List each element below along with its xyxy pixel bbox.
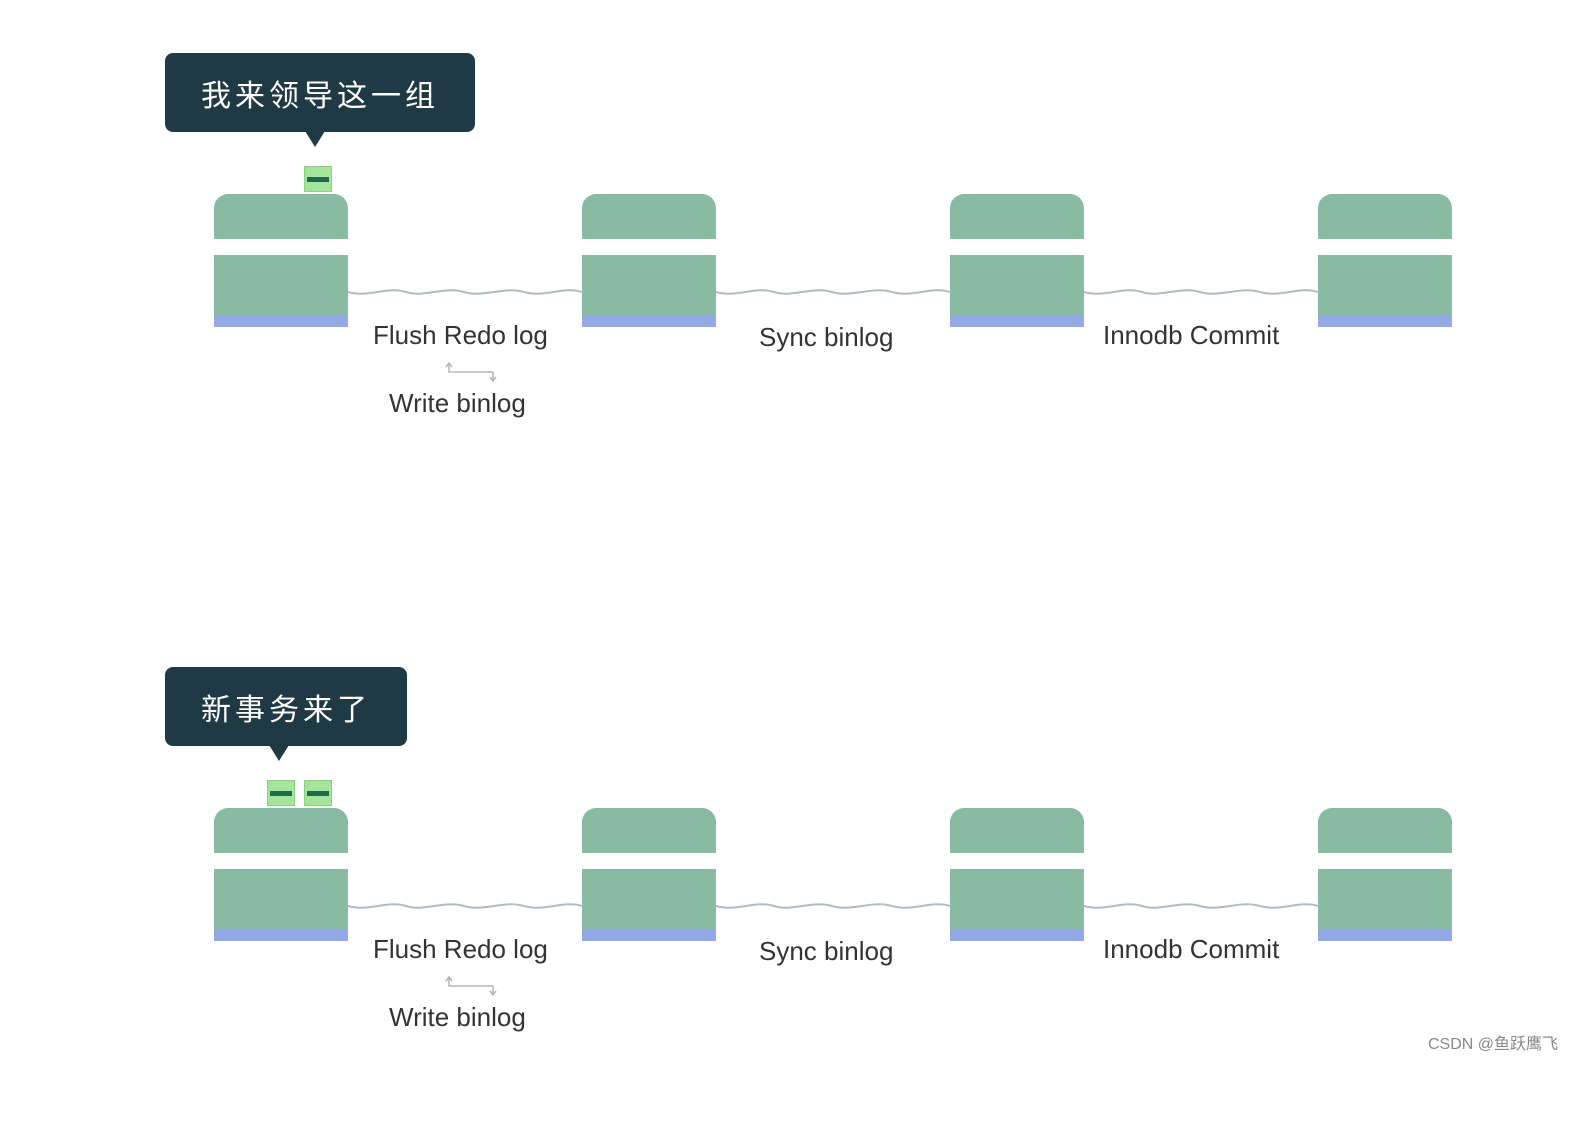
- stage-label-flush: Flush Redo log: [373, 320, 548, 350]
- station-body: [950, 869, 1084, 929]
- bottom-panel: 新事务来了 Flush Redo log Write binlog Sync: [0, 614, 1578, 1148]
- station-cap: [214, 808, 348, 853]
- station-body: [1318, 255, 1452, 315]
- connector-wave-3: [1084, 289, 1318, 295]
- stage-station-1: [214, 808, 348, 941]
- station-cap: [950, 194, 1084, 239]
- connector-wave-1: [348, 289, 582, 295]
- stage-label-write: Write binlog: [389, 388, 526, 418]
- stage-station-2: [582, 194, 716, 327]
- stage-station-3: [950, 808, 1084, 941]
- transaction-block: [304, 780, 332, 806]
- station-base: [214, 929, 348, 941]
- station-body: [214, 255, 348, 315]
- stage-label-write: Write binlog: [389, 1002, 526, 1032]
- stage-label-commit: Innodb Commit: [1103, 320, 1280, 350]
- station-base: [950, 315, 1084, 327]
- leader-speech-bubble: 我来领导这一组: [165, 53, 475, 147]
- watermark: CSDN @鱼跃鹰飞: [1427, 1036, 1558, 1053]
- station-base: [1318, 315, 1452, 327]
- station-cap: [1318, 808, 1452, 853]
- stage-station-4: [1318, 808, 1452, 941]
- new-transaction-speech-text: 新事务来了: [201, 692, 371, 728]
- station-cap: [1318, 194, 1452, 239]
- station-cap: [582, 808, 716, 853]
- transaction-block: [304, 166, 332, 192]
- stage-station-2: [582, 808, 716, 941]
- stage-station-3: [950, 194, 1084, 327]
- stage-label-commit: Innodb Commit: [1103, 934, 1280, 964]
- stage-label-sync: Sync binlog: [759, 322, 894, 352]
- new-transaction-speech-bubble: 新事务来了: [165, 667, 407, 761]
- stage-station-1: [214, 194, 348, 327]
- station-cap: [214, 194, 348, 239]
- station-base: [950, 929, 1084, 941]
- connector-wave-2: [716, 903, 950, 909]
- station-base: [214, 315, 348, 327]
- connector-wave-3: [1084, 903, 1318, 909]
- leader-speech-text: 我来领导这一组: [201, 78, 439, 114]
- station-base: [582, 929, 716, 941]
- connector-wave-1: [348, 903, 582, 909]
- stage-label-flush: Flush Redo log: [373, 934, 548, 964]
- station-body: [214, 869, 348, 929]
- station-body: [582, 869, 716, 929]
- station-base: [1318, 929, 1452, 941]
- station-cap: [950, 808, 1084, 853]
- station-body: [1318, 869, 1452, 929]
- transaction-block: [267, 780, 295, 806]
- exchange-arrow-icon: [445, 976, 497, 996]
- exchange-arrow-icon: [445, 362, 497, 382]
- stage-label-sync: Sync binlog: [759, 936, 894, 966]
- station-base: [582, 315, 716, 327]
- station-cap: [582, 194, 716, 239]
- station-body: [582, 255, 716, 315]
- connector-wave-2: [716, 289, 950, 295]
- top-panel: 我来领导这一组 Flush Redo log Write binlog Sync: [0, 0, 1578, 534]
- stage-station-4: [1318, 194, 1452, 327]
- station-body: [950, 255, 1084, 315]
